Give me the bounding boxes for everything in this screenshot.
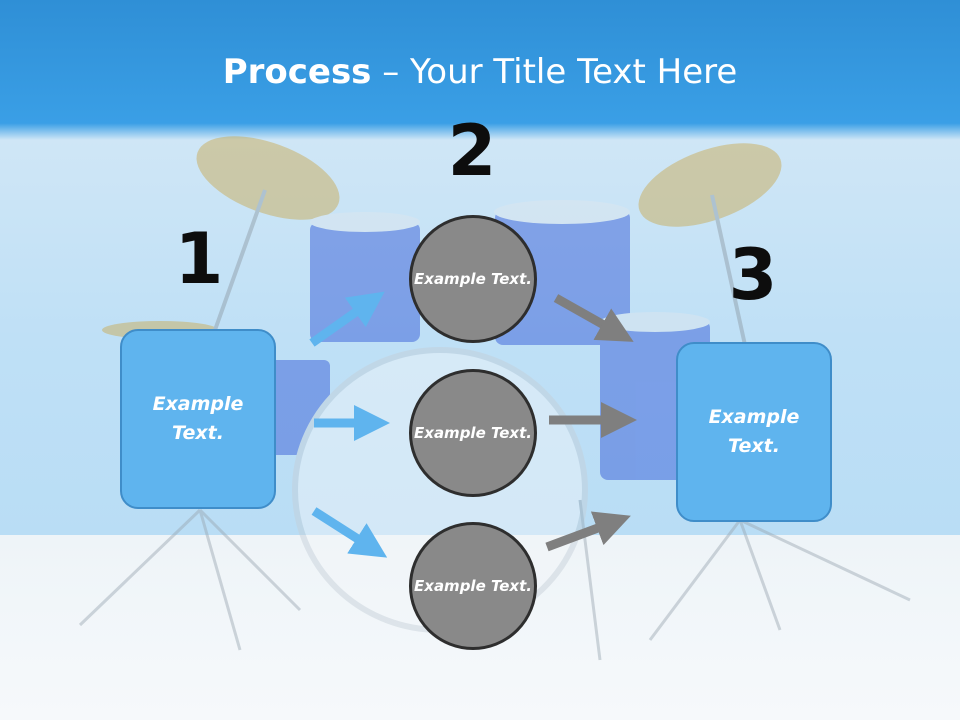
arrow-1-to-bottom — [311, 507, 388, 558]
step-2-circle-bottom: Example Text. — [409, 522, 537, 650]
slide-title: Process – Your Title Text Here — [0, 52, 960, 92]
step-1-box: Example Text. — [120, 329, 276, 509]
step-2-circle-top: Example Text. — [409, 215, 537, 343]
step-number-2: 2 — [447, 110, 497, 192]
title-rest: – Your Title Text Here — [371, 52, 738, 92]
arrow-top-to-3 — [553, 294, 634, 342]
step-3-box: Example Text. — [676, 342, 832, 522]
step-1-text: Example Text. — [152, 393, 244, 444]
step-2-circle-middle: Example Text. — [409, 369, 537, 497]
circle-text: Example Text. — [414, 269, 532, 288]
title-bold: Process — [222, 52, 372, 92]
circle-text: Example Text. — [414, 576, 532, 595]
arrow-1-to-top — [309, 291, 385, 347]
circle-text: Example Text. — [414, 423, 532, 442]
title-bar — [0, 0, 960, 140]
step-3-text: Example Text. — [708, 406, 800, 457]
step-number-1: 1 — [174, 218, 224, 300]
arrow-bottom-to-3 — [545, 511, 631, 552]
step-number-3: 3 — [728, 234, 778, 316]
